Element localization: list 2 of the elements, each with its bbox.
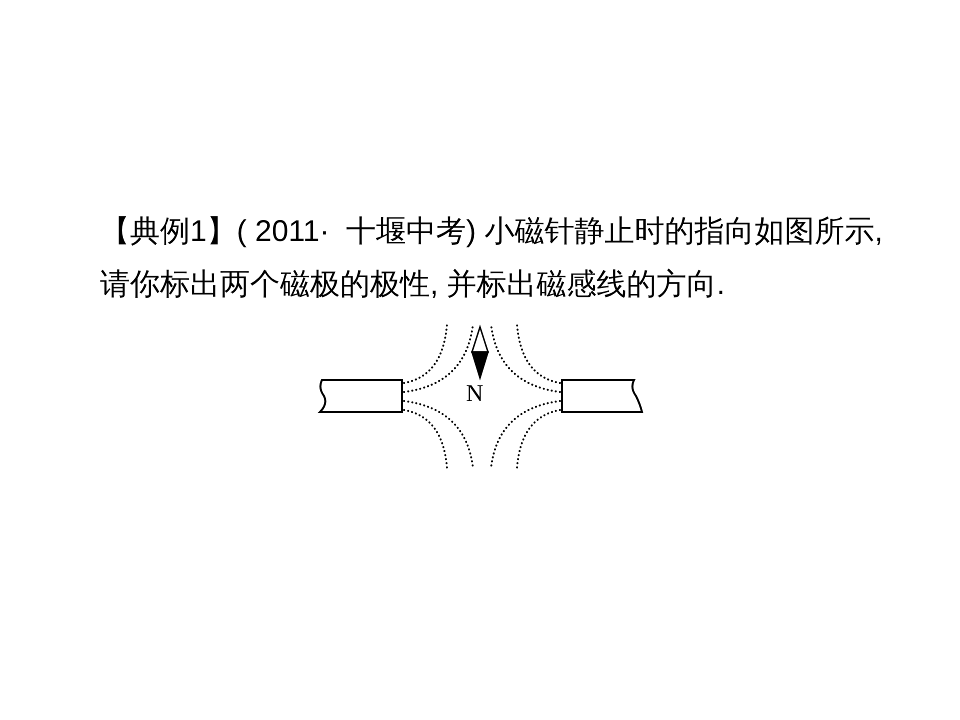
question-text: 【典例1】( 2011· 十堰中考) 小磁针静止时的指向如图所示,请你标出两个磁极的极性, 并标出磁感线的方向. — [100, 214, 884, 303]
pole-label: N — [466, 380, 484, 408]
